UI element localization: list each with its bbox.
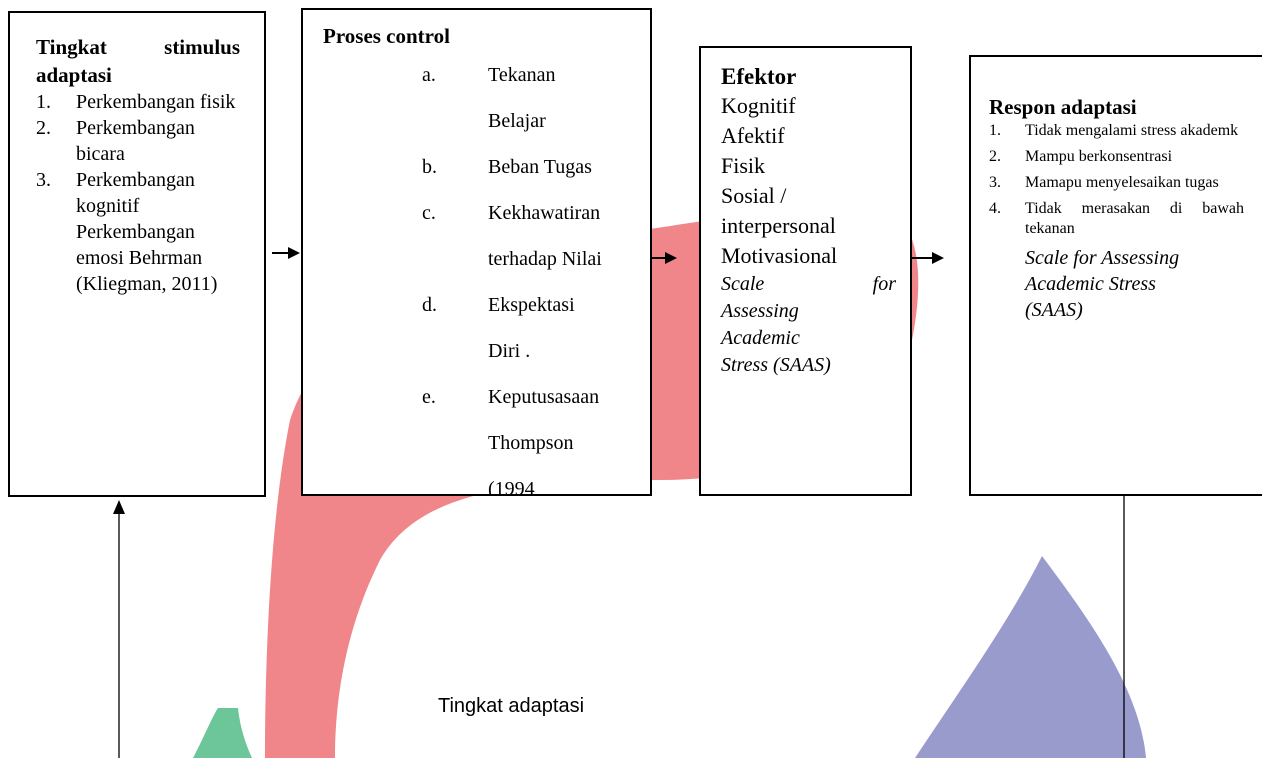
proses-item: d. Ekspektasi — [323, 282, 630, 328]
proses-item-text: Tekanan — [488, 64, 556, 86]
efektor-item: Fisik — [721, 153, 766, 178]
stimulus-item-number: 2. — [36, 117, 51, 139]
proses-item-number: c. — [422, 202, 436, 224]
blue-decoration-shape — [915, 556, 1146, 758]
respon-item-text: Tidak merasakan di bawah tekanan — [1025, 200, 1244, 237]
respon-scale-line: Academic Stress — [1025, 273, 1156, 295]
stimulus-item-text: Perkembangan bicara — [76, 117, 195, 165]
stimulus-item: 2. Perkembangan bicara — [36, 115, 240, 167]
feedback-arrowhead — [113, 500, 125, 514]
proses-item: c. Kekhawatiran — [323, 190, 630, 236]
proses-item-continuation: terhadap Nilai — [488, 248, 602, 270]
stimulus-item: 3. Perkembangan kognitif Perkembangan emo… — [36, 167, 240, 297]
proses-title: Proses control — [323, 24, 450, 48]
stimulus-title: Tingkat stimulus adaptasi — [36, 35, 240, 87]
proses-item: a. Tekanan — [323, 52, 630, 98]
arrowhead-stimulus-to-proses — [288, 247, 300, 259]
efektor-title: Efektor — [721, 64, 797, 89]
stimulus-item-text: Perkembangan fisik — [76, 91, 236, 113]
green-decoration-shape — [193, 708, 252, 758]
efektor-scale-line: Stress (SAAS) — [721, 354, 831, 376]
efektor-box: Efektor Kognitif Afektif Fisik Sosial / … — [699, 46, 912, 496]
proses-item: b. Beban Tugas — [323, 144, 630, 190]
respon-adaptasi-box: Respon adaptasi 1. Tidak mengalami stress… — [969, 55, 1262, 496]
proses-item-text: Beban Tugas — [488, 156, 592, 178]
efektor-scale-line: Academic — [721, 327, 800, 349]
proses-citation-truncated: (1994 — [488, 478, 535, 496]
respon-item-number: 1. — [989, 122, 1001, 139]
arrowhead-efektor-to-respon — [932, 252, 944, 264]
respon-item-text: Mampu berkonsentrasi — [1025, 148, 1173, 165]
efektor-item: Motivasional — [721, 243, 838, 268]
proses-item-number: a. — [422, 64, 436, 86]
proses-item-number: b. — [422, 156, 437, 178]
proses-item-number: e. — [422, 386, 436, 408]
respon-item: 1. Tidak mengalami stress akademk — [989, 121, 1244, 141]
respon-item: 2. Mampu berkonsentrasi — [989, 147, 1244, 167]
efektor-item: Sosial / — [721, 183, 787, 208]
proses-item: e. Keputusasaan — [323, 374, 630, 420]
arrowhead-proses-to-efektor — [665, 252, 677, 264]
proses-item-text: Kekhawatiran — [488, 202, 601, 224]
respon-item-number: 2. — [989, 148, 1001, 165]
respon-item-number: 4. — [989, 200, 1001, 217]
stimulus-item-number: 1. — [36, 91, 51, 113]
proses-item-text: Ekspektasi — [488, 294, 575, 316]
stimulus-box: Tingkat stimulus adaptasi 1. Perkembangan… — [8, 11, 266, 497]
respon-title: Respon adaptasi — [989, 95, 1137, 119]
stimulus-list: 1. Perkembangan fisik 2. Perkembangan bica… — [36, 89, 240, 297]
respon-item-number: 3. — [989, 174, 1001, 191]
respon-item-text: Mamapu menyelesaikan tugas — [1025, 174, 1219, 191]
stimulus-item-text: Perkembangan kognitif Perkembangan emosi… — [76, 169, 218, 295]
proses-item-continuation: Belajar — [488, 110, 546, 132]
stimulus-item-number: 3. — [36, 169, 51, 191]
efektor-scale-line: Scale for — [721, 273, 896, 295]
proses-item-text: Keputusasaan — [488, 386, 600, 408]
respon-scale-line: Scale for Assessing — [1025, 247, 1180, 269]
proses-list: a. Tekanan Belajar b. Beban Tugas c. Kekhaw… — [323, 52, 630, 496]
respon-item: 3. Mamapu menyelesaikan tugas — [989, 173, 1244, 193]
proses-item-continuation: Diri . — [488, 340, 531, 362]
stimulus-item: 1. Perkembangan fisik — [36, 89, 240, 115]
efektor-item: Kognitif — [721, 93, 796, 118]
proses-item-number: d. — [422, 294, 437, 316]
respon-item: 4. Tidak merasakan di bawah tekanan — [989, 199, 1244, 239]
efektor-item: interpersonal — [721, 213, 836, 238]
feedback-label: Tingkat adaptasi — [438, 695, 585, 717]
respon-scale-line: (SAAS) — [1025, 299, 1083, 321]
efektor-item: Afektif — [721, 123, 785, 148]
efektor-scale-line: Assessing — [721, 300, 799, 322]
proses-item-continuation: Thompson — [488, 432, 574, 454]
respon-item-text: Tidak mengalami stress akademk — [1025, 122, 1239, 139]
respon-list: 1. Tidak mengalami stress akademk 2. Mampu… — [989, 121, 1244, 239]
proses-control-box: Proses control a. Tekanan Belajar b. Beban… — [301, 8, 652, 496]
